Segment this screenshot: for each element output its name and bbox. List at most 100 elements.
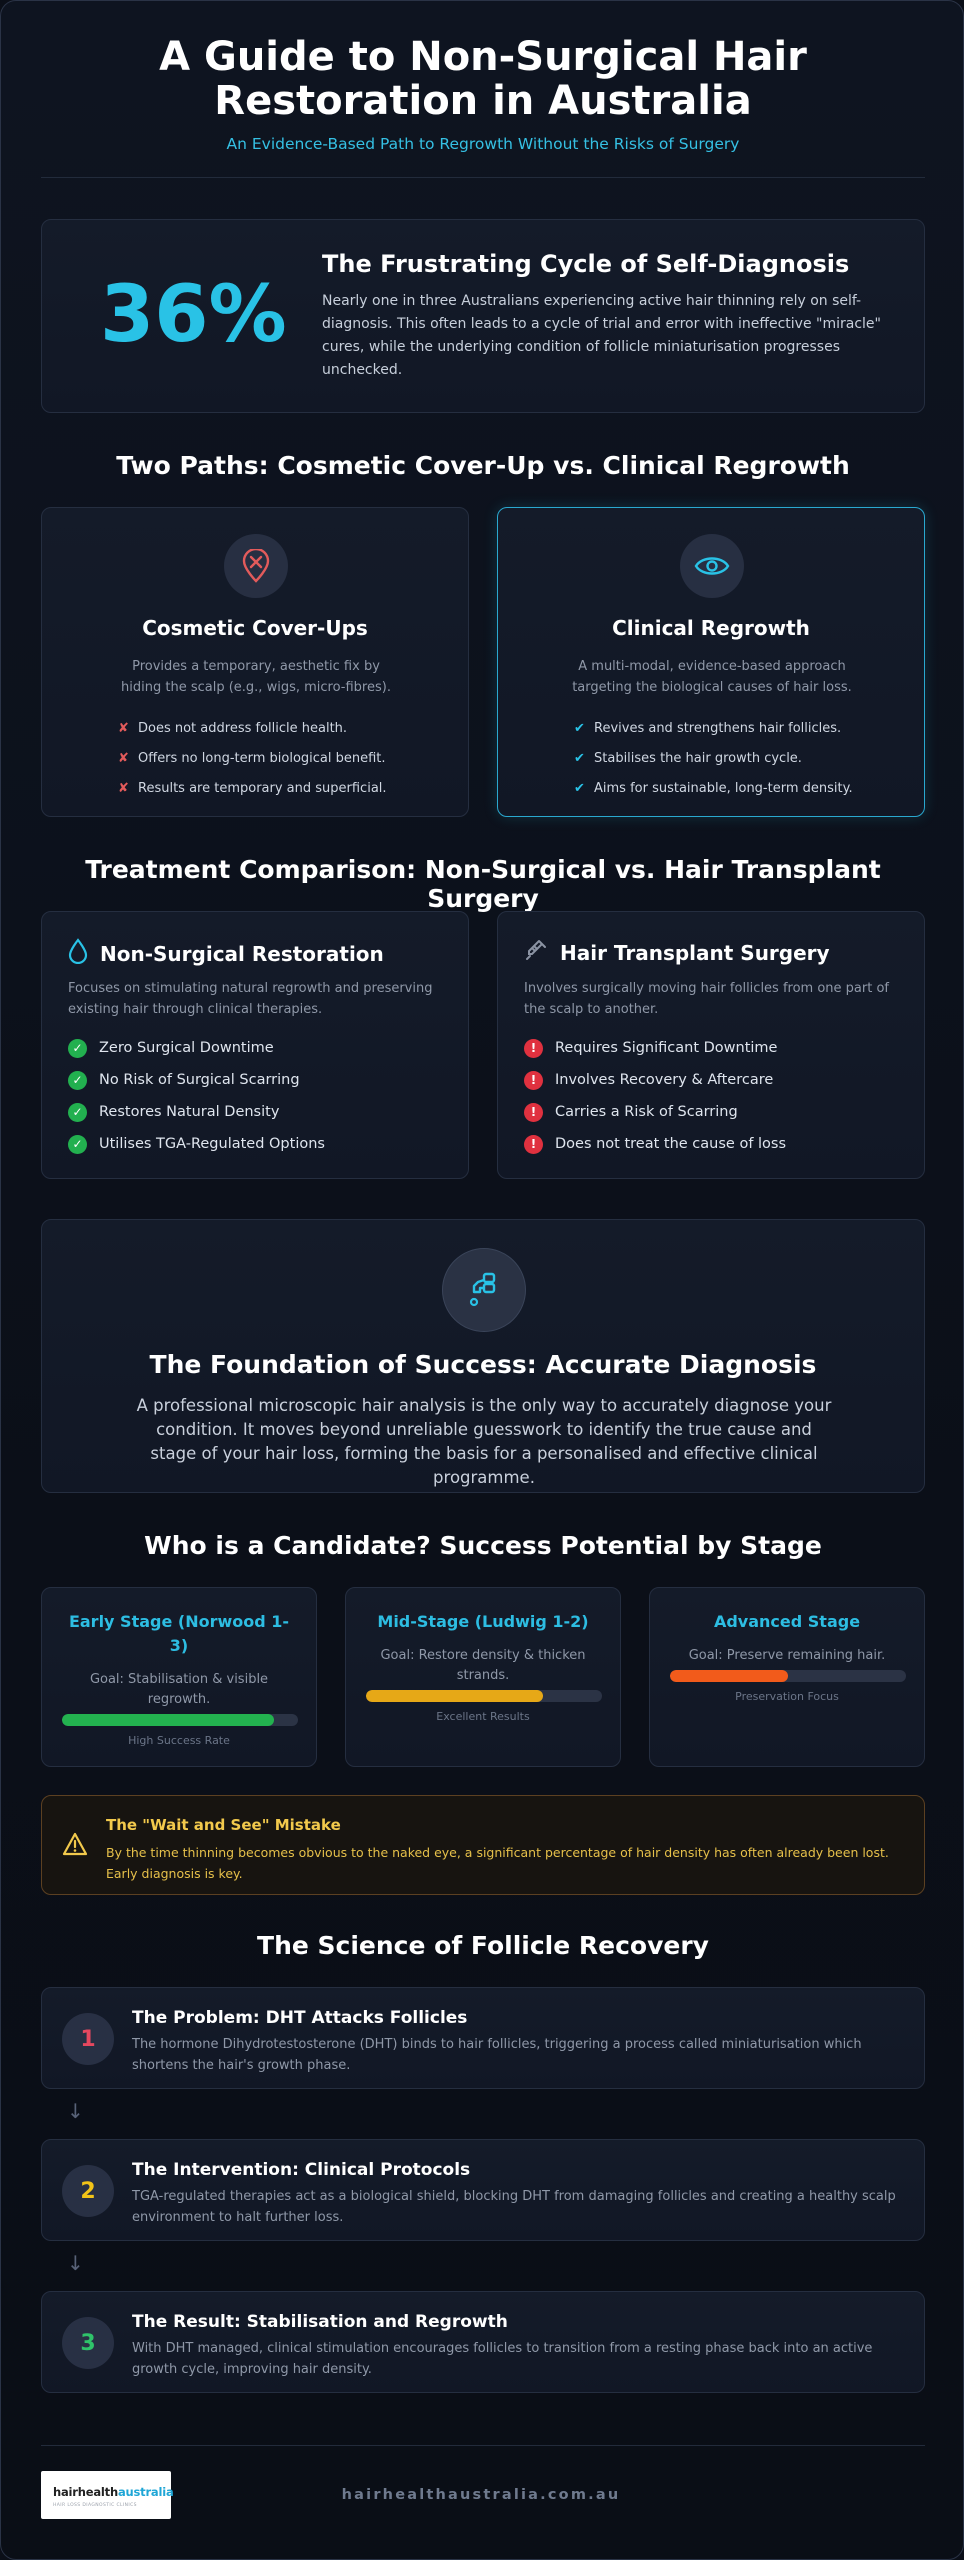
- list-item: ✘Does not address follicle health.: [118, 714, 387, 744]
- success-bar-fill: [366, 1690, 543, 1702]
- cross-icon: ✘: [118, 781, 129, 796]
- step-title: The Problem: DHT Attacks Follicles: [132, 2008, 468, 2028]
- non-surgical-title: Non-Surgical Restoration: [100, 941, 384, 966]
- clinical-list: ✔Revives and strengthens hair follicles.…: [574, 714, 853, 804]
- list-item: ✓Utilises TGA-Regulated Options: [68, 1128, 325, 1160]
- check-icon: ✓: [68, 1038, 87, 1058]
- alert-icon: !: [524, 1102, 543, 1122]
- page-subtitle: An Evidence-Based Path to Regrowth Witho…: [226, 135, 740, 153]
- non-surgical-card: Non-Surgical Restoration Focuses on stim…: [41, 911, 469, 1179]
- alert-icon: !: [524, 1070, 543, 1090]
- list-item: ✘Offers no long-term biological benefit.: [118, 744, 387, 774]
- brand-logo[interactable]: hairhealthaustralia HAIR LOSS DIAGNOSTIC…: [41, 2471, 174, 2519]
- cosmetic-list: ✘Does not address follicle health. ✘Offe…: [118, 714, 387, 804]
- divider: [41, 2445, 925, 2446]
- warning-callout: The "Wait and See" Mistake By the time t…: [41, 1795, 925, 1895]
- arrow-down-icon: ↓: [67, 2099, 84, 2123]
- list-item: !Involves Recovery & Aftercare: [524, 1064, 786, 1096]
- stage-goal: Goal: Stabilisation & visible regrowth.: [89, 1672, 269, 1707]
- stage-name: Mid-Stage (Ludwig 1-2): [377, 1612, 589, 1631]
- section-title-comparison: Treatment Comparison: Non-Surgical vs. H…: [85, 855, 881, 913]
- header: A Guide to Non-Surgical Hair Restoration…: [41, 35, 925, 153]
- success-label: High Success Rate: [128, 1734, 230, 1747]
- non-surgical-description: Focuses on stimulating natural regrowth …: [68, 981, 433, 1017]
- website-link[interactable]: hairhealthaustralia.com.au: [341, 2487, 621, 2503]
- cosmetic-description: Provides a temporary, aesthetic fix by h…: [121, 659, 391, 695]
- list-item: !Does not treat the cause of loss: [524, 1128, 786, 1160]
- step-number: 3: [62, 2317, 114, 2369]
- cross-icon: ✘: [118, 721, 129, 736]
- stage-goal: Goal: Restore density & thicken strands.: [380, 1648, 586, 1683]
- non-surgical-list: ✓Zero Surgical Downtime ✓No Risk of Surg…: [68, 1032, 325, 1160]
- step-number: 1: [62, 2013, 114, 2065]
- section-title-science: The Science of Follicle Recovery: [257, 1931, 709, 1960]
- step-title: The Intervention: Clinical Protocols: [132, 2160, 471, 2180]
- step-description: The hormone Dihydrotestosterone (DHT) bi…: [132, 2037, 862, 2073]
- success-label: Preservation Focus: [735, 1690, 839, 1703]
- step-description: TGA-regulated therapies act as a biologi…: [132, 2189, 896, 2225]
- stage-card-advanced: Advanced Stage Goal: Preserve remaining …: [649, 1587, 925, 1767]
- warning-title: The "Wait and See" Mistake: [106, 1816, 341, 1834]
- step-card-2: 2 The Intervention: Clinical Protocols T…: [41, 2139, 925, 2241]
- section-title-stages: Who is a Candidate? Success Potential by…: [144, 1531, 822, 1560]
- step-title: The Result: Stabilisation and Regrowth: [132, 2312, 508, 2332]
- success-bar: [366, 1690, 602, 1702]
- warning-description: By the time thinning becomes obvious to …: [106, 1845, 889, 1881]
- clinical-path-card: Clinical Regrowth A multi-modal, evidenc…: [497, 507, 925, 817]
- list-item: !Requires Significant Downtime: [524, 1032, 786, 1064]
- stat-title: The Frustrating Cycle of Self-Diagnosis: [322, 250, 850, 278]
- divider: [41, 177, 925, 178]
- check-icon: ✔: [574, 781, 585, 796]
- list-item: ✓No Risk of Surgical Scarring: [68, 1064, 325, 1096]
- stat-value: 36%: [100, 270, 287, 360]
- check-icon: ✔: [574, 751, 585, 766]
- success-bar-fill: [670, 1670, 788, 1682]
- check-icon: ✓: [68, 1102, 87, 1122]
- stage-name: Advanced Stage: [713, 1612, 861, 1631]
- clinical-description: A multi-modal, evidence-based approach t…: [572, 659, 852, 695]
- surgery-title: Hair Transplant Surgery: [560, 940, 830, 965]
- foundation-title: The Foundation of Success: Accurate Diag…: [149, 1350, 817, 1379]
- success-bar: [62, 1714, 298, 1726]
- step-card-3: 3 The Result: Stabilisation and Regrowth…: [41, 2291, 925, 2393]
- check-icon: ✓: [68, 1134, 87, 1154]
- list-item: !Carries a Risk of Scarring: [524, 1096, 786, 1128]
- step-number: 2: [62, 2165, 114, 2217]
- stat-card: 36% The Frustrating Cycle of Self-Diagno…: [41, 219, 925, 413]
- arrow-down-icon: ↓: [67, 2251, 84, 2275]
- step-description: With DHT managed, clinical stimulation e…: [132, 2341, 873, 2377]
- cosmetic-path-card: Cosmetic Cover-Ups Provides a temporary,…: [41, 507, 469, 817]
- success-bar: [670, 1670, 906, 1682]
- stage-goal: Goal: Preserve remaining hair.: [688, 1648, 886, 1663]
- surgery-card: Hair Transplant Surgery Involves surgica…: [497, 911, 925, 1179]
- check-icon: ✔: [574, 721, 585, 736]
- success-bar-fill: [62, 1714, 275, 1726]
- list-item: ✔Stabilises the hair growth cycle.: [574, 744, 853, 774]
- step-card-1: 1 The Problem: DHT Attacks Follicles The…: [41, 1987, 925, 2089]
- list-item: ✔Revives and strengthens hair follicles.: [574, 714, 853, 744]
- list-item: ✘Results are temporary and superficial.: [118, 774, 387, 804]
- cross-icon: ✘: [118, 751, 129, 766]
- list-item: ✓Zero Surgical Downtime: [68, 1032, 325, 1064]
- foundation-description: A professional microscopic hair analysis…: [136, 1396, 832, 1487]
- alert-icon: !: [524, 1038, 543, 1058]
- page-title: A Guide to Non-Surgical Hair Restoration…: [159, 34, 807, 124]
- syringe-icon: [524, 938, 548, 967]
- warning-icon: [62, 1832, 88, 1860]
- stage-name: Early Stage (Norwood 1-3): [68, 1612, 290, 1655]
- surgery-description: Involves surgically moving hair follicle…: [524, 981, 889, 1017]
- foundation-card: The Foundation of Success: Accurate Diag…: [41, 1219, 925, 1493]
- success-label: Excellent Results: [436, 1710, 530, 1723]
- alert-icon: !: [524, 1134, 543, 1154]
- eye-icon: [680, 534, 744, 598]
- stage-card-early: Early Stage (Norwood 1-3) Goal: Stabilis…: [41, 1587, 317, 1767]
- droplet-icon: [68, 938, 88, 969]
- microscope-icon: [442, 1248, 526, 1332]
- surgery-list: !Requires Significant Downtime !Involves…: [524, 1032, 786, 1160]
- check-icon: ✓: [68, 1070, 87, 1090]
- list-item: ✔Aims for sustainable, long-term density…: [574, 774, 853, 804]
- pin-x-icon: [224, 534, 288, 598]
- list-item: ✓Restores Natural Density: [68, 1096, 325, 1128]
- cosmetic-title: Cosmetic Cover-Ups: [142, 616, 368, 640]
